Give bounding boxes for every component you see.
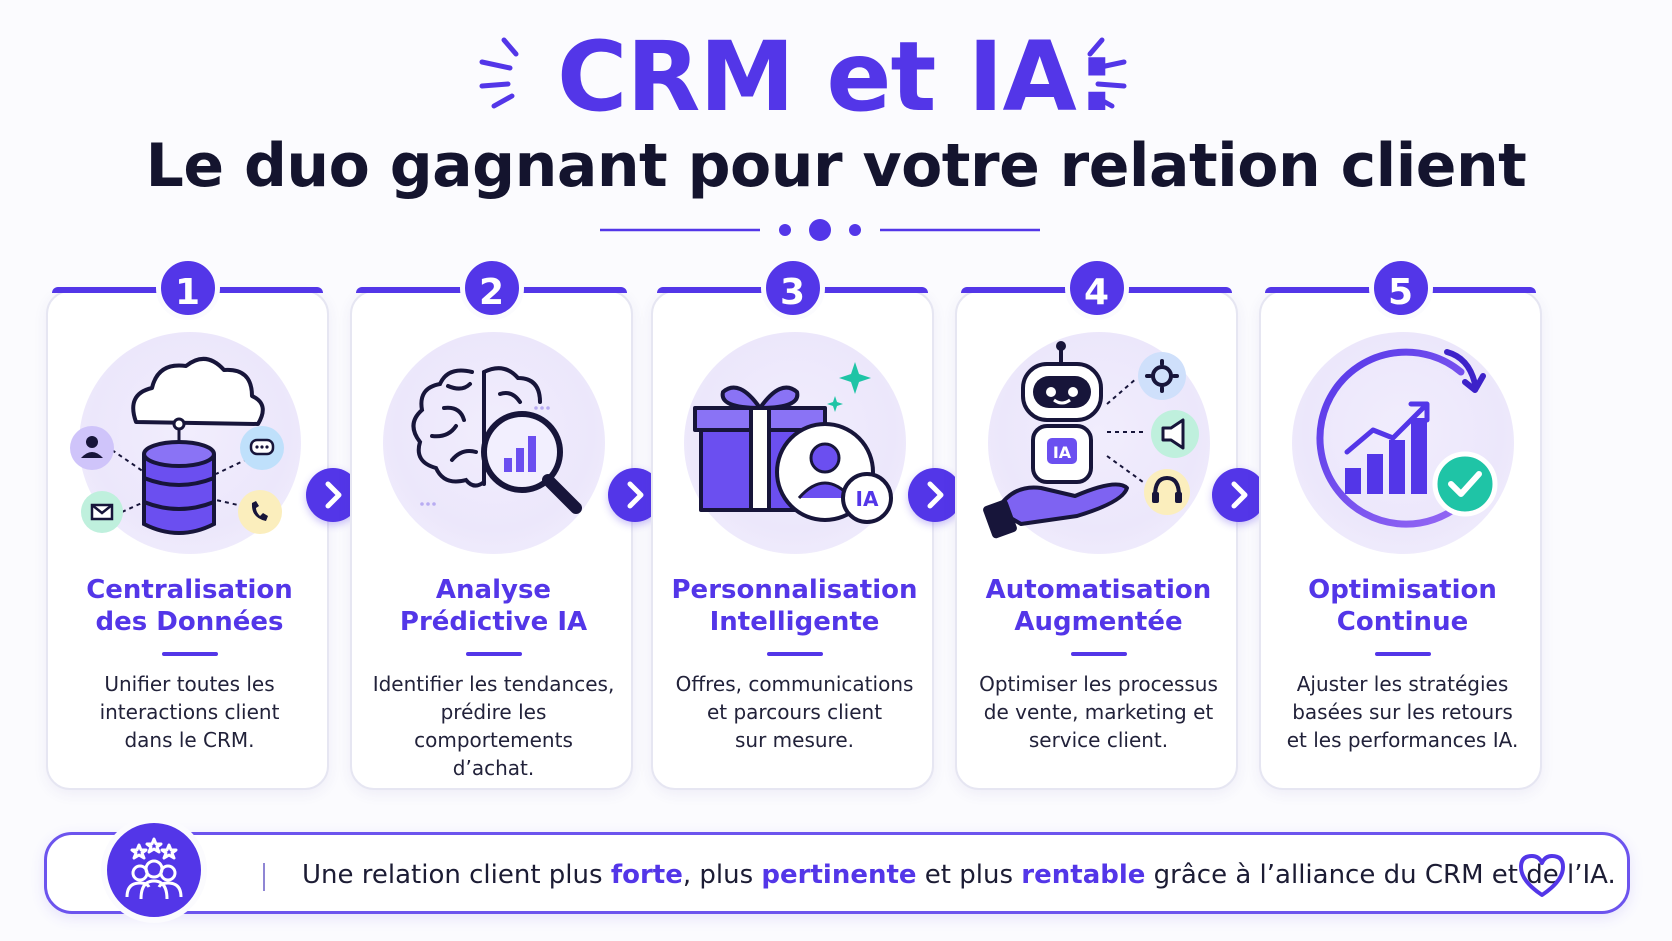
ia-badge-label: IA: [856, 487, 879, 511]
ia-chest-label: IA: [1053, 443, 1072, 462]
sparkle-right-icon: [1087, 37, 1127, 109]
sparkle-left-icon: [479, 37, 519, 109]
step-number: 3: [760, 256, 825, 320]
banner-divider: [263, 863, 265, 891]
step-number: 2: [459, 256, 524, 320]
step-description: Identifier les tendances,prédire les com…: [372, 672, 615, 780]
title-underline: [1071, 652, 1127, 656]
heart-icon: [1519, 854, 1565, 897]
conclusion-banner: Une relation client plus forte, plus per…: [44, 817, 1630, 923]
page-title: CRM et IA:: [557, 21, 1116, 133]
next-arrow-icon: [908, 468, 962, 522]
banner-text: Une relation client plus forte, plus per…: [302, 860, 1616, 890]
brain-magnifier-icon: [411, 366, 582, 514]
page-subtitle: Le duo gagnant pour votre relation clien…: [145, 131, 1527, 201]
step-number: 1: [155, 256, 220, 320]
cloud-database-icon: [70, 357, 284, 535]
header: CRM et IA: Le duo gagnant pour votre rel…: [0, 0, 1672, 250]
step-number: 4: [1064, 256, 1129, 320]
title-underline: [466, 652, 522, 656]
next-arrow-icon: [1212, 468, 1266, 522]
title-underline: [1375, 652, 1431, 656]
title-underline: [767, 652, 823, 656]
growth-cycle-icon: [1316, 348, 1498, 528]
robot-hand-icon: IA: [983, 341, 1199, 539]
title-underline: [162, 652, 218, 656]
step-number: 5: [1368, 256, 1433, 320]
gift-user-icon: IA: [693, 362, 893, 524]
title-divider: [600, 219, 1040, 241]
team-stars-icon: [101, 817, 207, 923]
